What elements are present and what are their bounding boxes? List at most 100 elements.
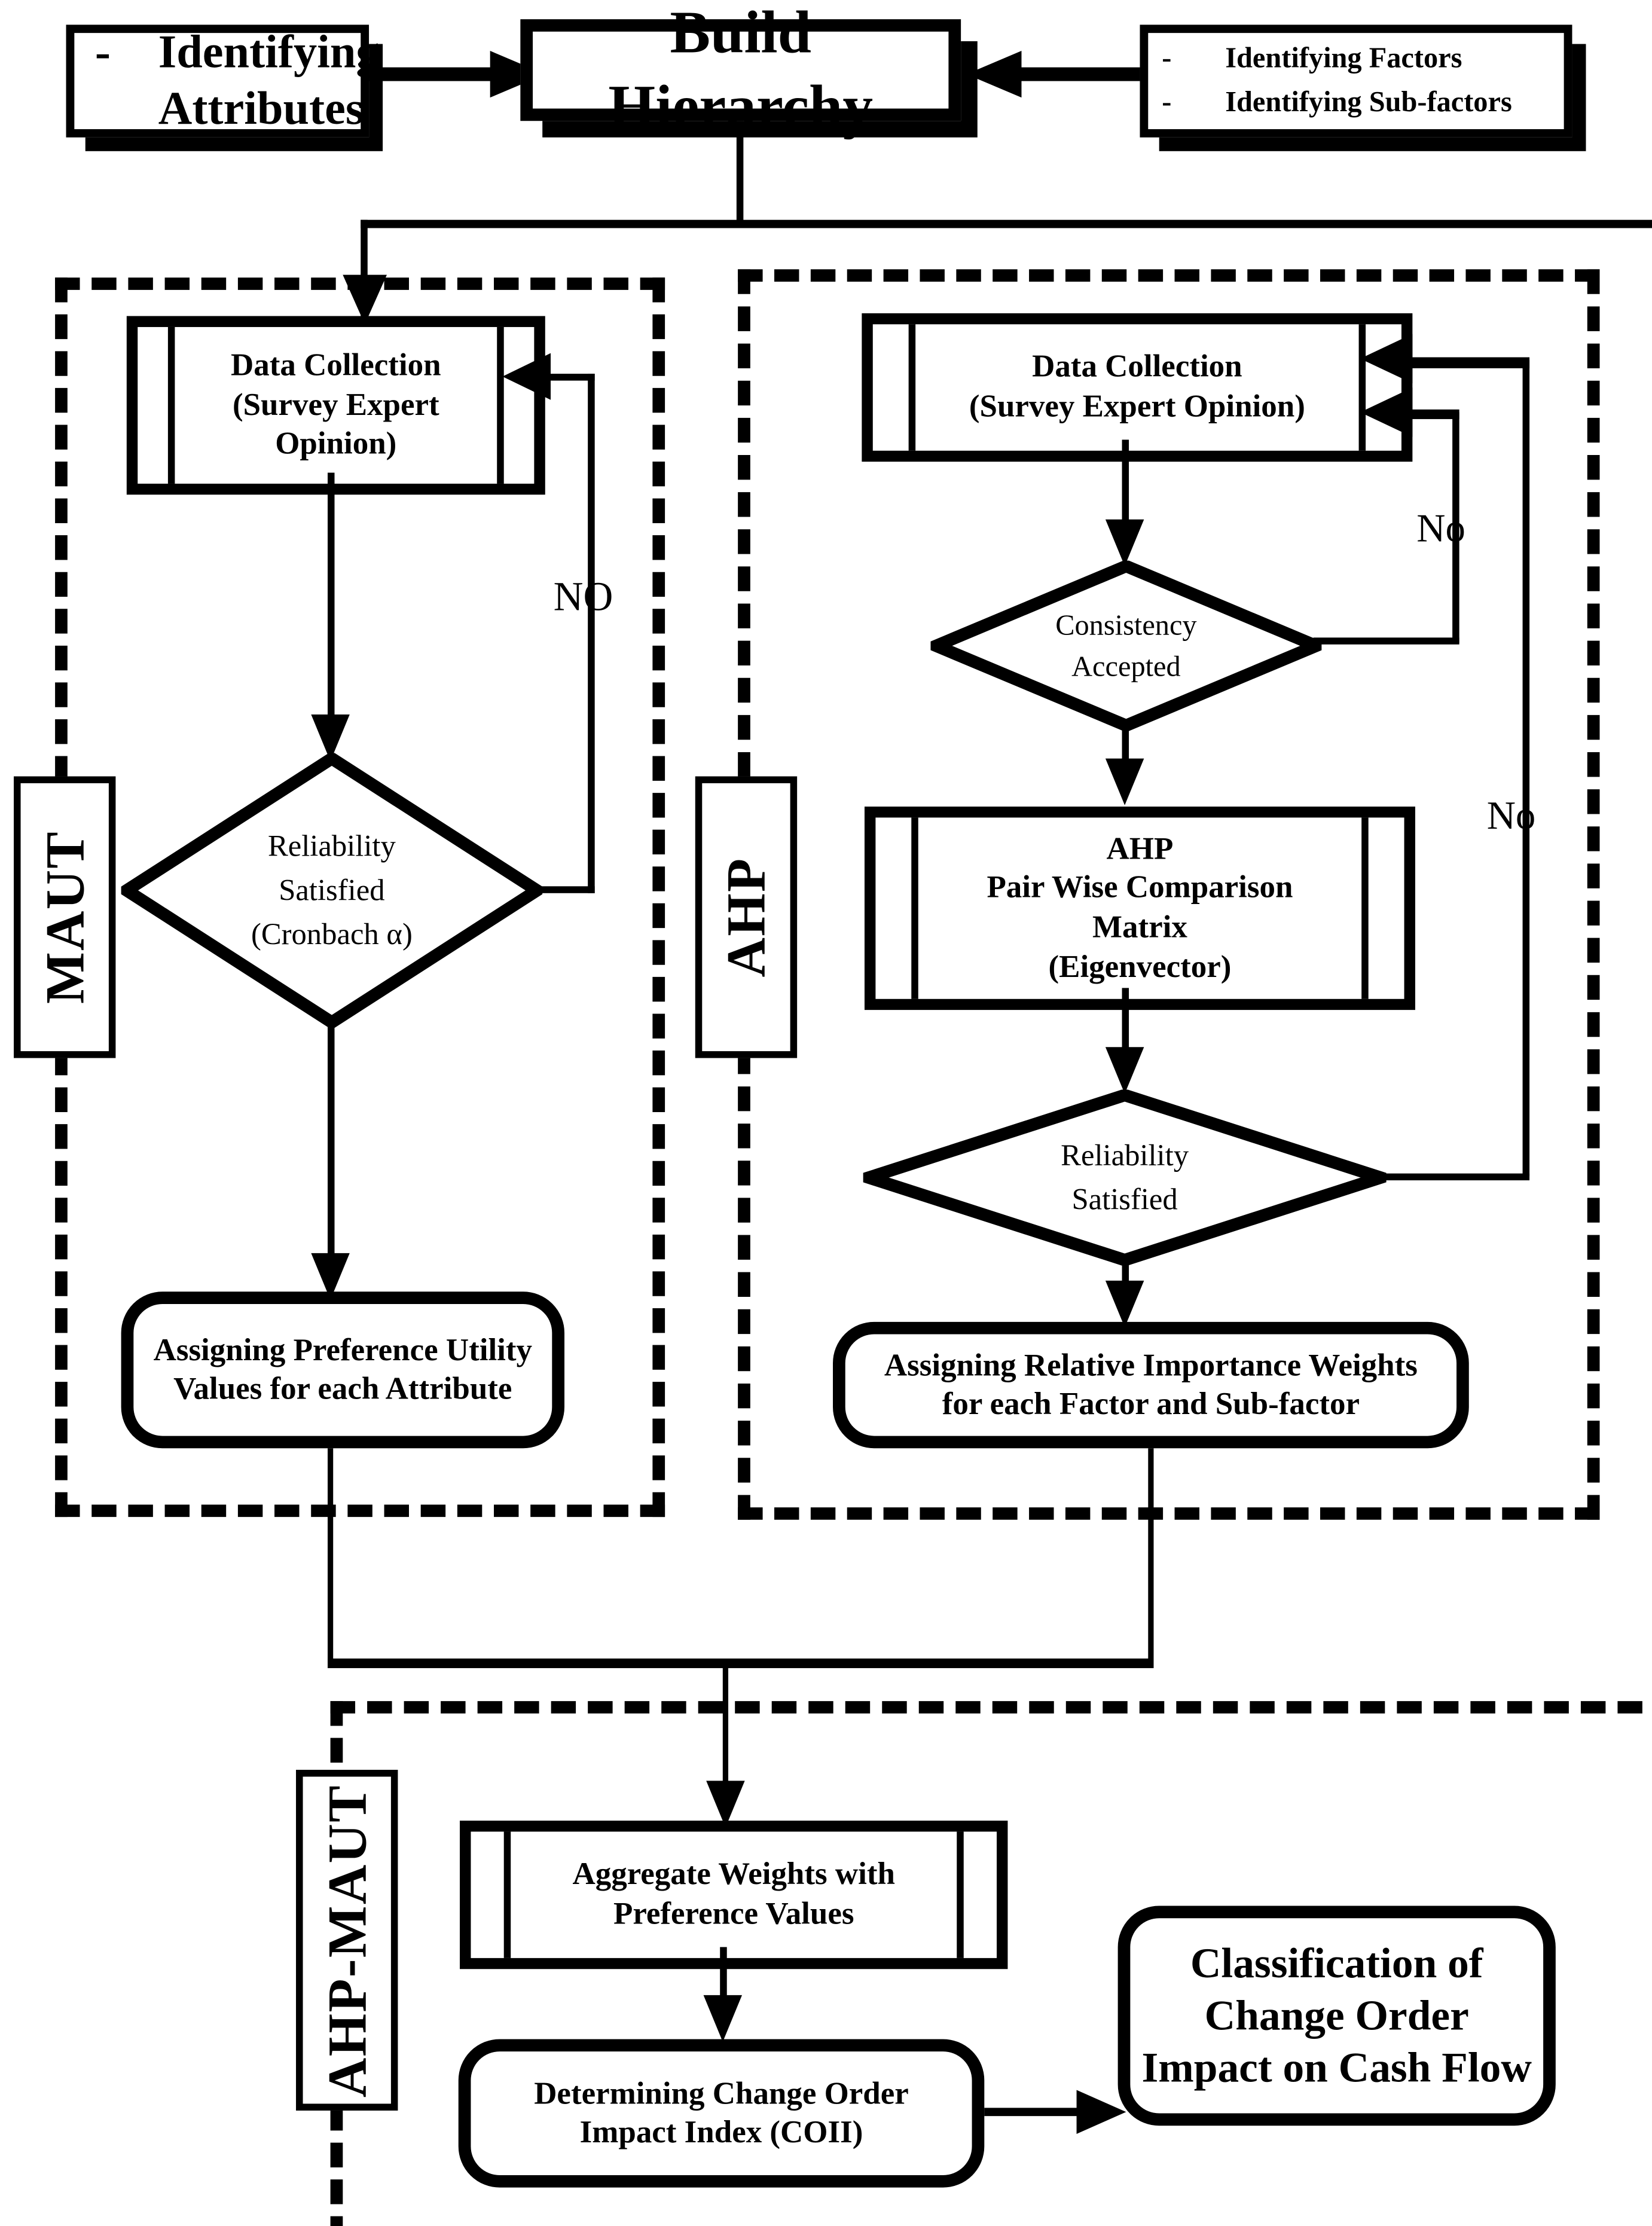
ahp-data-collection-node[interactable]: Data Collection (Survey Expert Opinion) — [862, 313, 1413, 462]
maut-decision-line1: Reliability — [267, 829, 396, 863]
connector-consistency-no-horizontal-top — [1404, 409, 1459, 419]
coii-line1: Determining Change Order — [534, 2076, 909, 2111]
connector-ahp-dc-to-consistency — [1122, 439, 1129, 525]
arrowhead-ahp-consistency — [1105, 519, 1144, 566]
ahp-matrix-node[interactable]: AHP Pair Wise Comparison Matrix (Eigenve… — [864, 807, 1415, 1010]
arrowhead-ahp-matrix — [1105, 758, 1144, 805]
arrowhead-into-maut-data-collection — [343, 274, 387, 325]
classification-node[interactable]: Classification of Change Order Impact on… — [1117, 1906, 1556, 2126]
ahp-group-label: AHP — [695, 776, 798, 1058]
connector-maut-output-down — [327, 1448, 334, 1663]
pproc-left-rule — [911, 817, 918, 999]
ahp-matrix-line1: AHP — [1106, 830, 1174, 865]
arrowhead-consistency-no-feedback — [1360, 387, 1413, 437]
input-box-factors[interactable] — [1140, 25, 1572, 138]
input-box-attributes[interactable] — [66, 25, 370, 138]
ahp-consistency-no-label: No — [1416, 507, 1465, 551]
build-hierarchy-node[interactable]: Build Hierarchy — [520, 0, 961, 140]
maut-decision-line2: Satisfied — [279, 872, 385, 907]
pproc-left-rule — [503, 1831, 511, 1958]
ahp-data-collection-line2: (Survey Expert Opinion) — [969, 389, 1305, 423]
input-item-label: Identifying Sub-factors — [1225, 85, 1512, 118]
connector-reliability-no-vertical — [1522, 360, 1530, 1177]
ahp-output-line2: for each Factor and Sub-factor — [942, 1386, 1360, 1421]
ahp-reliability-no-label: No — [1486, 794, 1536, 838]
ahp-reliability-line1: Reliability — [1061, 1138, 1189, 1172]
arrowhead-maut-no-feedback — [502, 353, 551, 400]
maut-data-collection-node[interactable]: Data Collection (Survey Expert Opinion) — [126, 316, 545, 495]
diamond-shape — [121, 753, 543, 1028]
aggregate-line2: Preference Values — [613, 1896, 854, 1931]
ahp-matrix-line4: (Eigenvector) — [1048, 949, 1232, 984]
arrowhead-into-classification — [1076, 2090, 1126, 2135]
connector-maut-no-vertical — [588, 374, 595, 893]
connector-maut-dc-to-decision — [327, 472, 335, 744]
connector-consistency-no-vertical — [1452, 412, 1459, 643]
maut-reliability-decision[interactable]: Reliability Satisfied (Cronbach α) — [121, 753, 543, 1028]
input-box-factors-body: - Identifying Factors - Identifying Sub-… — [1140, 25, 1572, 137]
maut-decision-line3: (Cronbach α) — [251, 916, 413, 951]
pproc-right-rule — [1361, 817, 1369, 999]
maut-output-node[interactable]: Assigning Preference Utility Values for … — [121, 1291, 565, 1449]
ahp-matrix-line3: Matrix — [1092, 909, 1187, 944]
diamond-shape — [930, 560, 1322, 731]
classification-line2: Change Order — [1204, 1991, 1469, 2039]
connector-reliability-no-horizontal-bottom — [1376, 1173, 1530, 1181]
arrowhead-into-aggregate — [706, 1781, 745, 1828]
arrowhead-reliability-no-feedback — [1360, 334, 1413, 384]
pproc-left-rule — [908, 324, 916, 451]
arrowhead-into-coii — [703, 1995, 743, 2042]
pproc-right-rule — [957, 1831, 964, 1958]
connector-factors-to-hierarchy — [1018, 67, 1146, 81]
maut-data-collection-line1: Data Collection — [231, 347, 441, 382]
connector-coii-to-classification — [984, 2108, 1091, 2117]
ahp-output-node[interactable]: Assigning Relative Importance Weights fo… — [833, 1321, 1469, 1449]
ahp-reliability-decision[interactable]: Reliability Satisfied — [863, 1089, 1387, 1266]
arrowhead-ahp-output — [1105, 1280, 1144, 1328]
connector-hierarchy-split-bar — [361, 219, 1652, 228]
diamond-shape — [863, 1089, 1387, 1266]
bullet-dash-icon: - — [94, 26, 111, 78]
arrowhead-factors-to-hierarchy — [966, 51, 1022, 98]
ahp-output-line1: Assigning Relative Importance Weights — [884, 1348, 1418, 1382]
maut-group-label: MAUT — [14, 776, 116, 1058]
aggregate-line1: Aggregate Weights with — [572, 1856, 895, 1891]
ahp-maut-group-label: AHP-MAUT — [296, 1770, 398, 2111]
connector-maut-no-horizontal-top — [539, 374, 595, 381]
pproc-right-rule — [497, 326, 504, 484]
maut-data-collection-line2: (Survey Expert — [232, 387, 439, 422]
ahp-reliability-line2: Satisfied — [1071, 1181, 1178, 1216]
ahp-group-label-text: AHP — [715, 857, 777, 978]
connector-merge-down — [722, 1658, 729, 1819]
connector-consistency-to-matrix — [1122, 728, 1129, 770]
input-box-attributes-body: - Identifying Attributes — [66, 25, 380, 137]
ahp-data-collection-line1: Data Collection — [1032, 349, 1242, 384]
connector-hierarchy-stem — [736, 121, 744, 224]
connector-aggregate-to-coii — [720, 1947, 727, 2020]
aggregate-weights-node[interactable]: Aggregate Weights with Preference Values — [460, 1821, 1008, 1969]
connector-attributes-to-hierarchy — [369, 67, 507, 81]
classification-line1: Classification of — [1190, 1939, 1483, 1987]
connector-merge-bar — [327, 1658, 1154, 1668]
connector-reliability-no-horizontal-top — [1407, 357, 1530, 368]
ahp-consistency-decision[interactable]: Consistency Accepted — [930, 560, 1322, 731]
coii-node[interactable]: Determining Change Order Impact Index (C… — [458, 2039, 985, 2188]
ahp-maut-group-label-text: AHP-MAUT — [316, 1784, 378, 2097]
pproc-left-rule — [167, 326, 175, 484]
input-item-label: Identifying Factors — [1225, 41, 1462, 75]
ahp-consistency-line2: Accepted — [1071, 650, 1181, 683]
input-item-label: Identifying Attributes — [158, 26, 380, 135]
classification-line3: Impact on Cash Flow — [1141, 2043, 1532, 2091]
coii-line2: Impact Index (COII) — [579, 2114, 863, 2149]
ahp-group-region — [738, 269, 1600, 1520]
bullet-dash-icon: - — [1162, 85, 1172, 118]
maut-group-label-text: MAUT — [33, 830, 96, 1004]
connector-ahp-output-down — [1148, 1448, 1154, 1663]
ahp-consistency-line1: Consistency — [1055, 608, 1197, 642]
connector-maut-no-horizontal-bottom — [534, 886, 595, 893]
maut-no-label: NO — [553, 574, 613, 620]
maut-output-line2: Values for each Attribute — [173, 1371, 512, 1406]
arrowhead-ahp-reliability — [1105, 1047, 1144, 1094]
maut-data-collection-line3: Opinion) — [275, 426, 397, 461]
